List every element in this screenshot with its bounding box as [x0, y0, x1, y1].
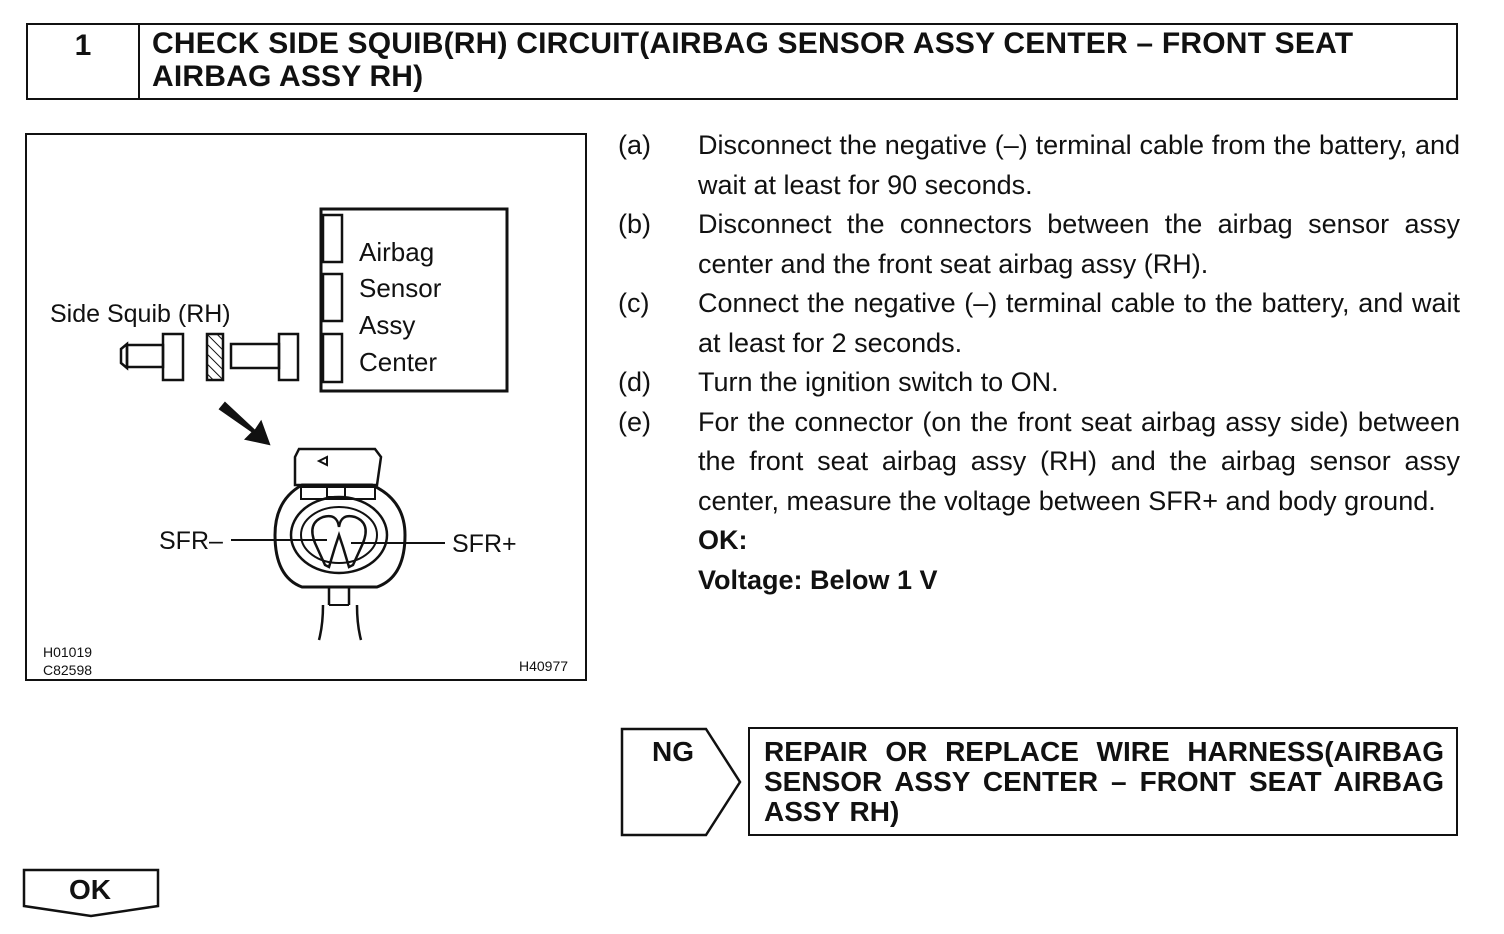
procedure-step: (d) Turn the ignition switch to ON. — [618, 363, 1460, 403]
connector-mark — [316, 455, 328, 467]
connector-housing — [273, 483, 407, 589]
harness-plug-body — [229, 342, 281, 370]
step-text: Turn the ignition switch to ON. — [698, 367, 1059, 397]
step-text: Disconnect the negative (–) terminal cab… — [698, 130, 1460, 200]
diagram-drawing: Airbag Sensor Assy Center Side Squib (RH… — [43, 207, 568, 678]
ecu-label-line: Assy — [359, 310, 415, 340]
direction-arrow — [218, 401, 271, 446]
step-text: For the connector (on the front seat air… — [698, 406, 1460, 516]
squib-connector — [161, 332, 185, 382]
ecu-label-line: Sensor — [359, 273, 442, 303]
ok-tag-shape — [22, 868, 160, 918]
ecu-box — [319, 207, 509, 393]
sfr-minus-label: SFR– — [159, 527, 223, 555]
squib-body — [125, 343, 165, 369]
sfr-plus-label: SFR+ — [452, 530, 517, 558]
step-number: 1 — [28, 25, 140, 98]
ok-label: OK — [69, 874, 111, 905]
ecu-label-line: Airbag — [359, 237, 434, 267]
procedure-step: (c) Connect the negative (–) terminal ca… — [618, 284, 1460, 363]
ng-label: NG — [652, 736, 694, 767]
procedure-step: (a) Disconnect the negative (–) terminal… — [618, 126, 1460, 205]
spec-value: Voltage: Below 1 V — [698, 564, 938, 595]
ng-action-box: REPAIR OR REPLACE WIRE HARNESS(AIRBAG SE… — [748, 727, 1458, 836]
connector-diagram: Airbag Sensor Assy Center Side Squib (RH… — [25, 133, 587, 681]
procedure-step: (b) Disconnect the connectors between th… — [618, 205, 1460, 284]
harness-plug-flange — [277, 332, 300, 382]
figure-code: H01019 — [43, 644, 92, 660]
wire-harness — [317, 604, 363, 641]
step-label: (d) — [618, 367, 651, 397]
procedure-steps: (a) Disconnect the negative (–) terminal… — [618, 126, 1460, 600]
step-text: Connect the negative (–) terminal cable … — [698, 288, 1460, 358]
ng-tag-shape — [620, 727, 742, 837]
connector-face — [289, 495, 389, 575]
figure-code: H40977 — [519, 658, 568, 674]
step-label: (b) — [618, 209, 651, 239]
side-squib-label: Side Squib (RH) — [50, 300, 231, 328]
spec-ok-heading: OK: — [698, 525, 748, 555]
hatched-connector — [205, 332, 225, 382]
procedure-step: (e) For the connector (on the front seat… — [618, 403, 1460, 522]
step-label: (e) — [618, 406, 651, 437]
step-text: Disconnect the connectors between the ai… — [698, 209, 1460, 279]
terminal-pins — [311, 514, 367, 569]
ecu-connector-slot — [321, 332, 344, 384]
ecu-label-line: Center — [359, 347, 437, 377]
figure-code: C82598 — [43, 662, 92, 678]
ecu-connector-slot — [321, 213, 344, 264]
step-label: (a) — [618, 130, 651, 160]
step-title: CHECK SIDE SQUIB(RH) CIRCUIT(AIRBAG SENS… — [152, 27, 1354, 93]
step-label: (c) — [618, 288, 650, 318]
connector-lock — [293, 447, 383, 487]
ng-action-text: REPAIR OR REPLACE WIRE HARNESS(AIRBAG SE… — [764, 736, 1444, 827]
ecu-connector-slot — [321, 272, 344, 323]
step-header: 1 CHECK SIDE SQUIB(RH) CIRCUIT(AIRBAG SE… — [26, 23, 1458, 100]
